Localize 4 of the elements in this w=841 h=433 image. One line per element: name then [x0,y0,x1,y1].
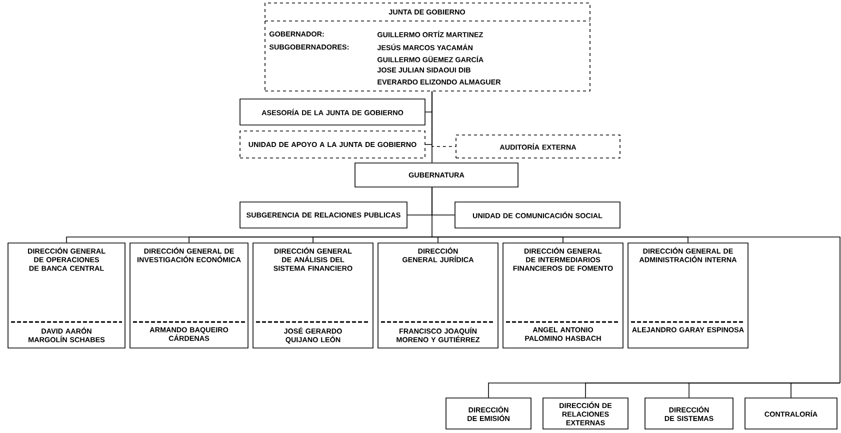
connector [312,236,432,243]
connector [790,382,840,398]
connector [432,187,455,216]
connector [432,236,688,243]
